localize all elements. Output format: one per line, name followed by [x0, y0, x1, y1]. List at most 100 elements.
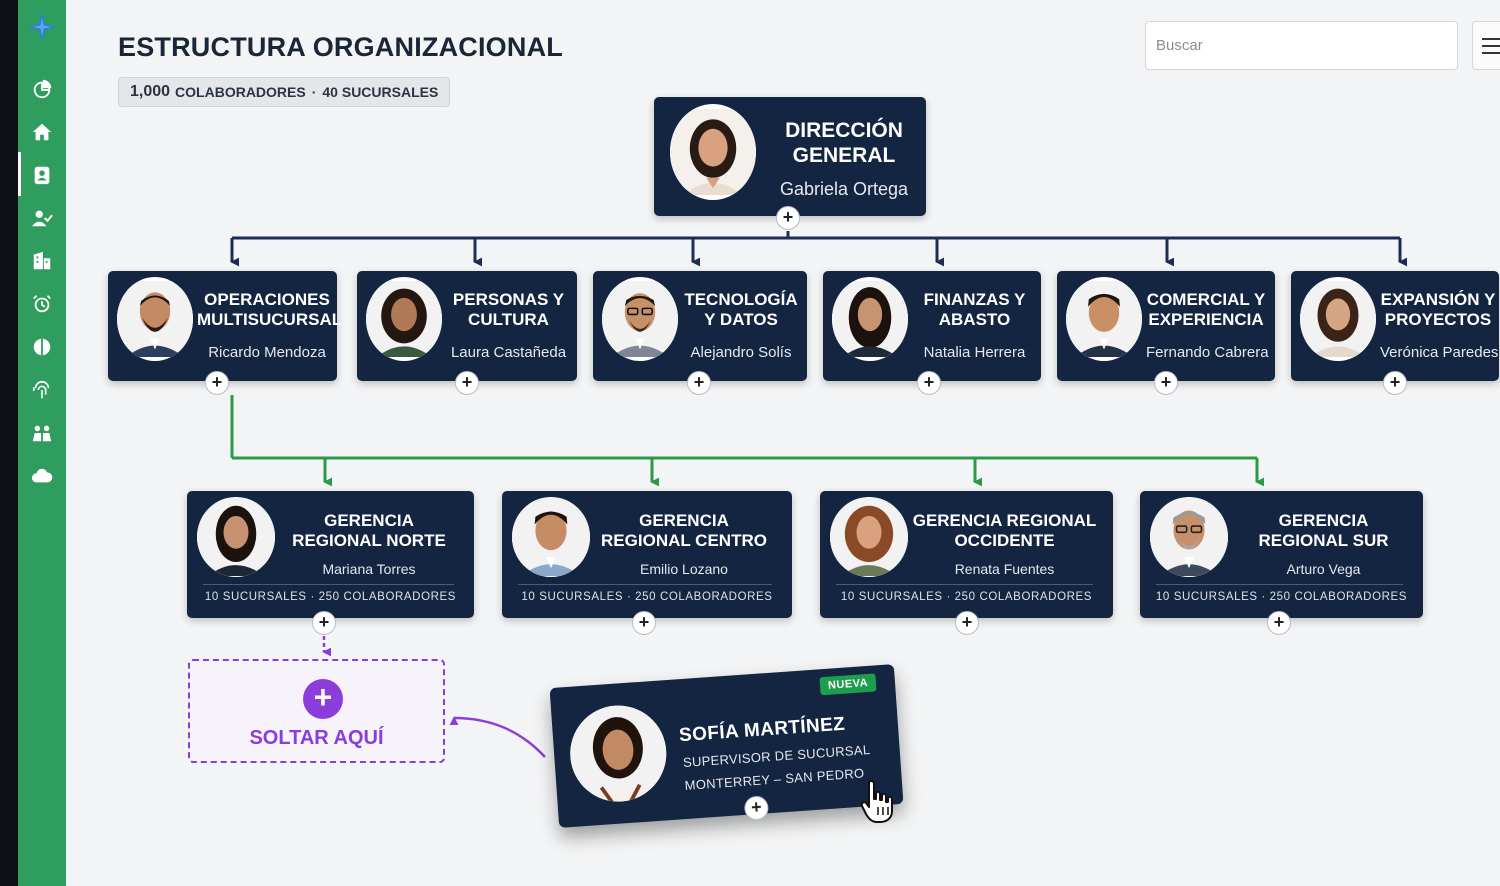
sidebar-active-indicator — [18, 152, 21, 196]
regional-card[interactable]: GERENCIA REGIONAL OCCIDENTE Renata Fuent… — [820, 491, 1113, 635]
node-person: Natalia Herrera — [923, 344, 1026, 361]
node-title: PERSONAS Y CULTURA — [452, 290, 565, 330]
node-person: Alejandro Solís — [690, 344, 792, 361]
regional-card[interactable]: GERENCIA REGIONAL CENTRO Emilio Lozano 1… — [502, 491, 792, 635]
add-child-button[interactable]: + — [917, 371, 941, 395]
avatar — [567, 702, 670, 805]
node-title: COMERCIAL Y EXPERIENCIA — [1146, 290, 1266, 330]
node-person: Renata Fuentes — [954, 561, 1055, 577]
region-stats: 10 SUCURSALES · 250 COLABORADORES — [204, 591, 457, 603]
user-check-icon — [31, 210, 53, 227]
employee-name: SOFÍA MARTÍNEZ — [678, 713, 846, 747]
add-child-button[interactable]: + — [1267, 611, 1291, 635]
avatar — [1150, 497, 1228, 577]
people-group-icon — [32, 425, 52, 442]
add-child-button[interactable]: + — [955, 611, 979, 635]
search-input[interactable] — [1145, 21, 1458, 70]
app-logo-icon[interactable] — [25, 10, 59, 44]
avatar — [1066, 277, 1142, 361]
avatar — [670, 104, 756, 200]
node-title: TECNOLOGÍA Y DATOS — [684, 290, 798, 330]
node-title: FINANZAS Y ABASTO — [923, 290, 1026, 330]
region-connector — [230, 395, 1265, 487]
add-child-button[interactable]: + — [312, 611, 336, 635]
avatar — [830, 497, 908, 577]
card-divider — [203, 584, 454, 585]
sidebar-item-teams[interactable] — [28, 419, 56, 447]
building-icon — [33, 251, 51, 270]
node-person: Mariana Torres — [322, 561, 416, 577]
add-child-button[interactable]: + — [455, 371, 479, 395]
chart-pie-icon — [33, 79, 52, 99]
sidebar-item-biometrics[interactable] — [28, 376, 56, 404]
add-child-button[interactable]: + — [687, 371, 711, 395]
region-stats: 10 SUCURSALES · 250 COLABORADORES — [521, 591, 773, 603]
regional-card[interactable]: GERENCIA REGIONAL NORTE Mariana Torres 1… — [187, 491, 474, 635]
card-divider — [836, 584, 1093, 585]
drop-zone-label: SOLTAR AQUÍ — [249, 727, 384, 749]
sidebar-item-analytics[interactable] — [28, 75, 56, 103]
branches-label: 40 SUCURSALES — [322, 84, 439, 100]
half-circle-icon — [33, 338, 51, 356]
department-card[interactable]: EXPANSIÓN Y PROYECTOS Verónica Paredes + — [1291, 271, 1499, 395]
add-child-button[interactable]: + — [743, 795, 770, 821]
root-card[interactable]: DIRECCIÓN GENERAL Gabriela Ortega + — [654, 97, 926, 230]
node-title: GERENCIA REGIONAL OCCIDENTE — [912, 511, 1097, 551]
root-connector — [230, 231, 1408, 267]
sidebar-item-users[interactable] — [28, 204, 56, 232]
summary-separator: · — [311, 84, 317, 100]
region-stats: 10 SUCURSALES · 250 COLABORADORES — [840, 591, 1093, 603]
avatar — [512, 497, 590, 577]
card-divider — [518, 584, 772, 585]
department-card[interactable]: PERSONAS Y CULTURA Laura Castañeda + — [357, 271, 577, 395]
card-divider — [1156, 584, 1403, 585]
window-edge — [0, 0, 18, 886]
department-card[interactable]: FINANZAS Y ABASTO Natalia Herrera + — [823, 271, 1041, 395]
node-title: OPERACIONES MULTISUCURSAL — [197, 290, 343, 330]
node-person: Gabriela Ortega — [779, 179, 909, 199]
node-person: Arturo Vega — [1286, 561, 1361, 577]
node-person: Fernando Cabrera — [1146, 344, 1269, 361]
menu-button[interactable] — [1472, 21, 1500, 70]
node-title: GERENCIA REGIONAL CENTRO — [601, 511, 767, 551]
id-badge-icon — [34, 166, 50, 185]
add-child-button[interactable]: + — [776, 206, 800, 230]
avatar — [117, 277, 193, 361]
avatar — [366, 277, 442, 361]
add-child-button[interactable]: + — [632, 611, 656, 635]
sidebar-item-branches[interactable] — [28, 247, 56, 275]
avatar — [832, 277, 908, 361]
avatar — [1300, 277, 1376, 361]
add-child-button[interactable]: + — [205, 371, 229, 395]
dragged-employee-card[interactable]: NUEVA SOFÍA MARTÍNEZ SUPERVISOR DE SUCUR… — [549, 664, 904, 828]
node-person: Verónica Paredes — [1380, 344, 1499, 361]
node-person: Ricardo Mendoza — [208, 344, 326, 361]
page-title: ESTRUCTURA ORGANIZACIONAL — [118, 32, 563, 62]
avatar — [197, 497, 275, 577]
alarm-clock-icon — [33, 295, 51, 313]
sidebar-item-org-chart[interactable] — [28, 161, 56, 189]
hamburger-menu-icon — [1482, 37, 1500, 54]
fingerprint-icon — [32, 380, 50, 399]
add-child-button[interactable]: + — [1154, 371, 1178, 395]
department-card[interactable]: COMERCIAL Y EXPERIENCIA Fernando Cabrera… — [1057, 271, 1275, 395]
sidebar-item-home[interactable] — [28, 118, 56, 146]
department-card[interactable]: TECNOLOGÍA Y DATOS Alejandro Solís + — [593, 271, 807, 395]
drop-zone[interactable]: + SOLTAR AQUÍ — [188, 659, 445, 763]
node-title: DIRECCIÓN GENERAL — [785, 119, 903, 168]
new-badge: NUEVA — [819, 673, 877, 696]
summary-badge: 1,000 COLABORADORES · 40 SUCURSALES — [118, 77, 451, 107]
node-person: Emilio Lozano — [640, 561, 728, 577]
collaborators-label: COLABORADORES — [175, 84, 306, 100]
hand-cursor-icon — [860, 779, 893, 823]
add-child-button[interactable]: + — [1383, 371, 1407, 395]
sidebar-item-balance[interactable] — [28, 333, 56, 361]
add-icon: + — [303, 679, 343, 719]
employee-role: SUPERVISOR DE SUCURSAL — [682, 741, 871, 771]
home-icon — [32, 123, 52, 141]
sidebar-item-attendance[interactable] — [28, 290, 56, 318]
sidebar-item-cloud[interactable] — [28, 462, 56, 490]
department-card[interactable]: OPERACIONES MULTISUCURSAL Ricardo Mendoz… — [108, 271, 343, 395]
regional-card[interactable]: GERENCIA REGIONAL SUR Arturo Vega 10 SUC… — [1140, 491, 1423, 635]
collaborators-count: 1,000 — [130, 83, 171, 100]
